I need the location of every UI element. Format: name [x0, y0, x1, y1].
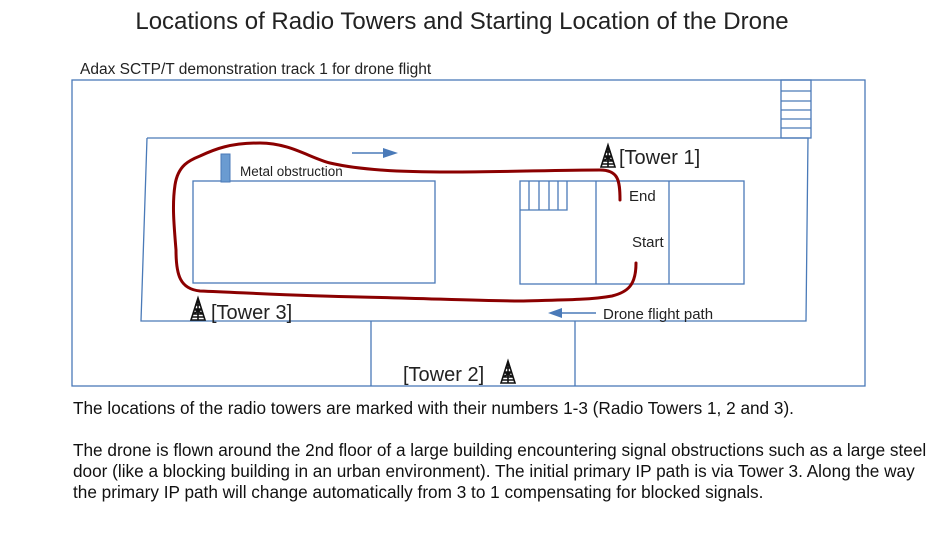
radio-tower-icon: [500, 360, 516, 384]
arrow-icon: [548, 308, 596, 318]
flight-description: The drone is flown around the 2nd floor …: [73, 440, 927, 502]
start-label: Start: [632, 234, 665, 251]
tower-3-label: [Tower 3]: [211, 302, 292, 324]
flight-path-legend: Drone flight path: [603, 306, 713, 323]
tower-description: The locations of the radio towers are ma…: [73, 398, 794, 418]
drone-flight-path: [171, 141, 638, 303]
arrow-icon: [352, 148, 398, 158]
end-label: End: [629, 188, 656, 205]
metal-obstruction-label: Metal obstruction: [240, 164, 343, 179]
diagram-title: Locations of Radio Towers and Starting L…: [135, 8, 788, 35]
building-walls: [71, 79, 866, 387]
radio-tower-icon: [190, 297, 206, 321]
metal-obstruction: [220, 153, 231, 183]
tower-2-label: [Tower 2]: [403, 364, 484, 386]
diagram-subtitle: Adax SCTP/T demonstration track 1 for dr…: [80, 61, 432, 78]
tower-1-label: [Tower 1]: [619, 147, 700, 169]
radio-tower-icon: [600, 144, 616, 168]
